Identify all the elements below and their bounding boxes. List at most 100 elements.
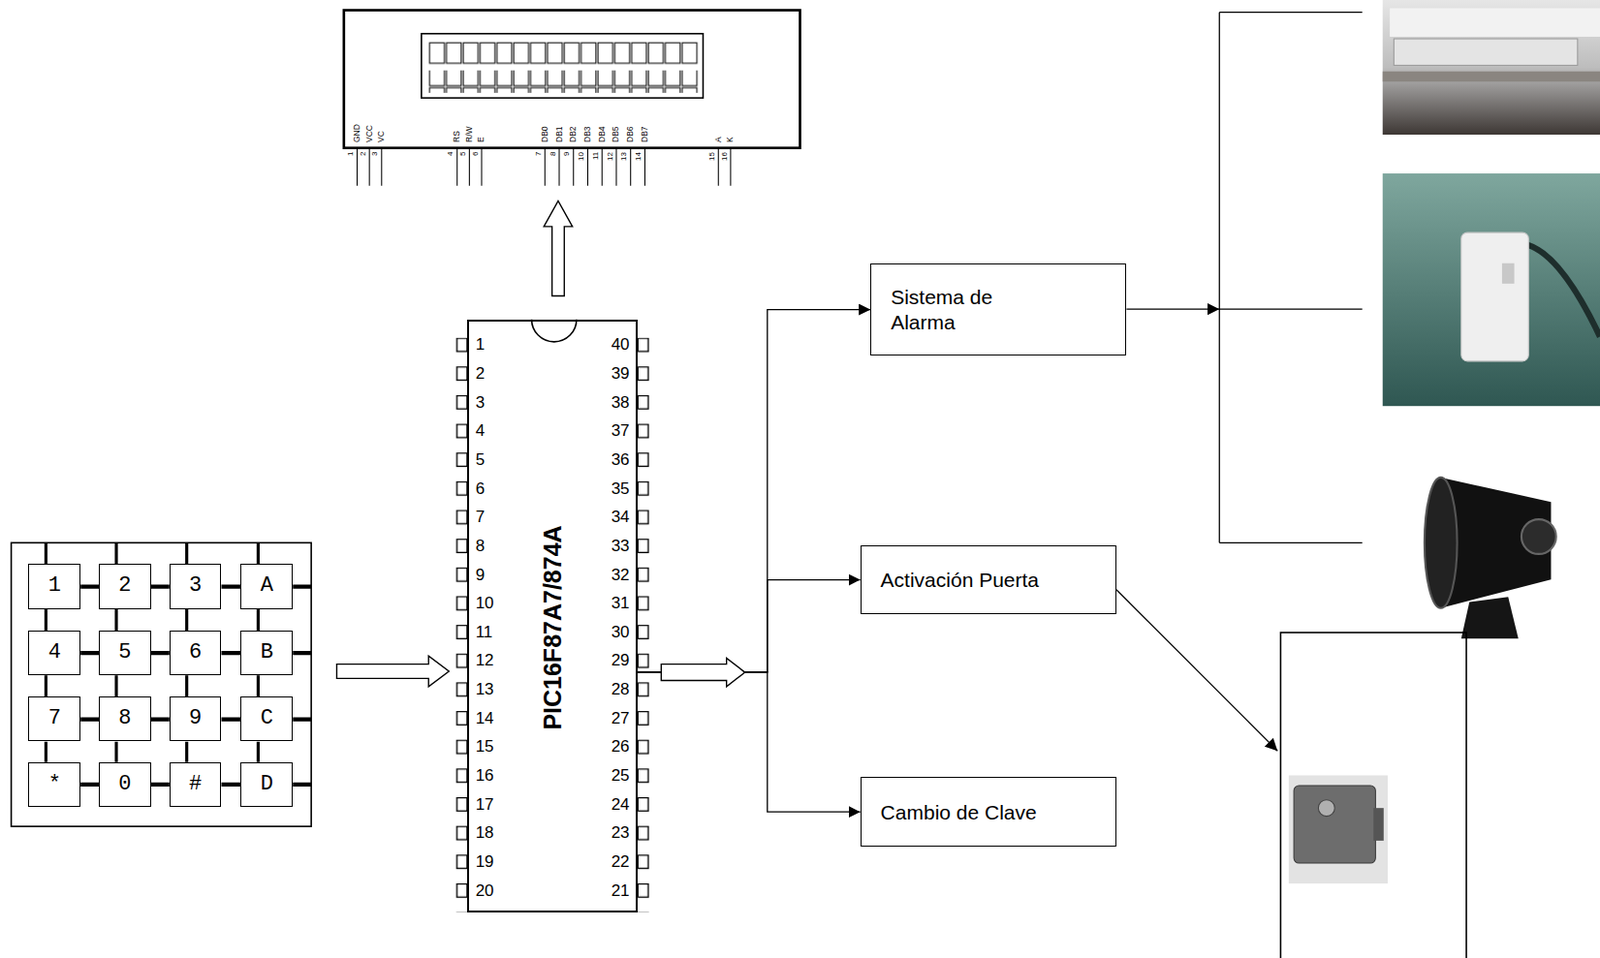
pin-number: 10	[577, 152, 586, 161]
pin-name: A	[714, 137, 723, 144]
pin-number: 15	[475, 738, 495, 755]
pin-number: 26	[611, 738, 630, 755]
box-label: Cambio de Clave	[880, 800, 1037, 825]
keypad-key: C	[240, 696, 293, 742]
pin-number: 24	[611, 796, 630, 814]
pin-number: 12	[475, 652, 495, 669]
sensor-cable	[1527, 245, 1600, 338]
key-label: 4	[48, 640, 62, 666]
pin-number: 7	[534, 151, 543, 156]
connector-arrow	[637, 580, 861, 673]
hollow-arrow	[543, 200, 572, 296]
pin-name: R/W	[465, 126, 474, 144]
door-sensor-photo	[1382, 0, 1600, 135]
pin-number: 7	[475, 508, 485, 526]
process-box: Activación Puerta	[860, 545, 1117, 615]
key-label: 3	[188, 573, 202, 599]
pin-number: 29	[611, 652, 630, 669]
key-label: 9	[188, 706, 202, 732]
pin-number: 6	[475, 480, 485, 498]
pin-number: 25	[611, 767, 630, 785]
pin-number: 3	[475, 394, 485, 411]
sensor-body	[1389, 7, 1600, 36]
photo-ground	[1288, 775, 1388, 884]
pin-number: 18	[475, 824, 495, 842]
lock-cylinder	[1317, 800, 1335, 817]
pin-number: 27	[611, 710, 630, 727]
key-label: D	[260, 772, 274, 798]
key-label: C	[260, 706, 274, 732]
lcd-module	[344, 10, 801, 187]
pin-number: 28	[611, 681, 630, 698]
key-label: 7	[48, 706, 62, 732]
keypad-key: A	[240, 564, 293, 609]
pin-name: DB3	[583, 126, 593, 144]
keypad-key: 5	[98, 630, 152, 676]
lcd-housing	[344, 10, 801, 149]
pin-name: DB4	[597, 126, 607, 144]
keypad-key: 8	[98, 696, 152, 742]
siren-rim	[1424, 477, 1458, 609]
pin-name: DB7	[640, 126, 650, 144]
keypad-frame	[11, 542, 313, 827]
pin-number: 10	[475, 595, 495, 612]
pin-number: 3	[371, 151, 379, 156]
pin-number: 40	[611, 336, 630, 353]
chip-pins	[637, 338, 650, 913]
pin-number: 16	[721, 152, 729, 161]
key-label: 6	[188, 640, 202, 666]
lcd-pin-lines	[357, 148, 731, 187]
door-edge	[1382, 71, 1600, 83]
chip-notch	[532, 319, 577, 343]
lock-bolt	[1373, 808, 1384, 842]
pin-name: VC	[376, 131, 386, 144]
pin-number: 4	[446, 151, 455, 156]
pin-number: 6	[471, 151, 480, 156]
keypad-key: 0	[98, 762, 152, 808]
pin-number: 1	[346, 151, 355, 156]
keypad-key: 9	[169, 696, 222, 742]
pin-number: 14	[475, 710, 495, 727]
pin-name: GND	[352, 125, 362, 144]
keypad-key: 1	[28, 564, 81, 609]
lcd-row	[428, 41, 698, 64]
key-label: *	[48, 772, 62, 798]
pin-number: 39	[611, 365, 630, 382]
pin-number: 36	[611, 451, 630, 469]
pin-number: 15	[708, 152, 717, 161]
pin-number: 20	[475, 882, 495, 900]
pir-sensor-photo	[1382, 173, 1600, 407]
pin-number: 8	[475, 537, 485, 555]
pin-number: 33	[611, 537, 630, 555]
key-label: 2	[118, 573, 131, 599]
connector-line	[1116, 590, 1278, 752]
pin-number: 14	[634, 152, 643, 161]
chip-pins	[456, 338, 469, 913]
bus-line	[1219, 12, 1362, 544]
pin-number: 35	[611, 480, 630, 498]
keypad-key: #	[169, 762, 222, 808]
door-lock-photo	[1288, 775, 1388, 884]
sensor-body	[1461, 232, 1529, 362]
process-box: Cambio de Clave	[860, 777, 1117, 848]
pin-name: DB1	[555, 126, 565, 144]
pin-number: 1	[475, 336, 485, 353]
pin-number: 23	[611, 824, 630, 842]
hollow-arrow	[336, 656, 449, 688]
lcd-window	[421, 33, 704, 98]
siren-driver	[1521, 519, 1557, 555]
key-label: 8	[118, 706, 131, 732]
pin-number: 2	[359, 151, 368, 156]
pin-number: 2	[475, 365, 485, 382]
keypad-row-wires	[80, 587, 312, 785]
siren-picture	[1424, 477, 1557, 639]
box-label: Sistema de Alarma	[890, 284, 1029, 334]
pin-name: K	[725, 137, 735, 144]
pin-name: E	[476, 137, 486, 144]
pin-number: 22	[611, 853, 630, 871]
pin-number: 13	[620, 152, 628, 161]
